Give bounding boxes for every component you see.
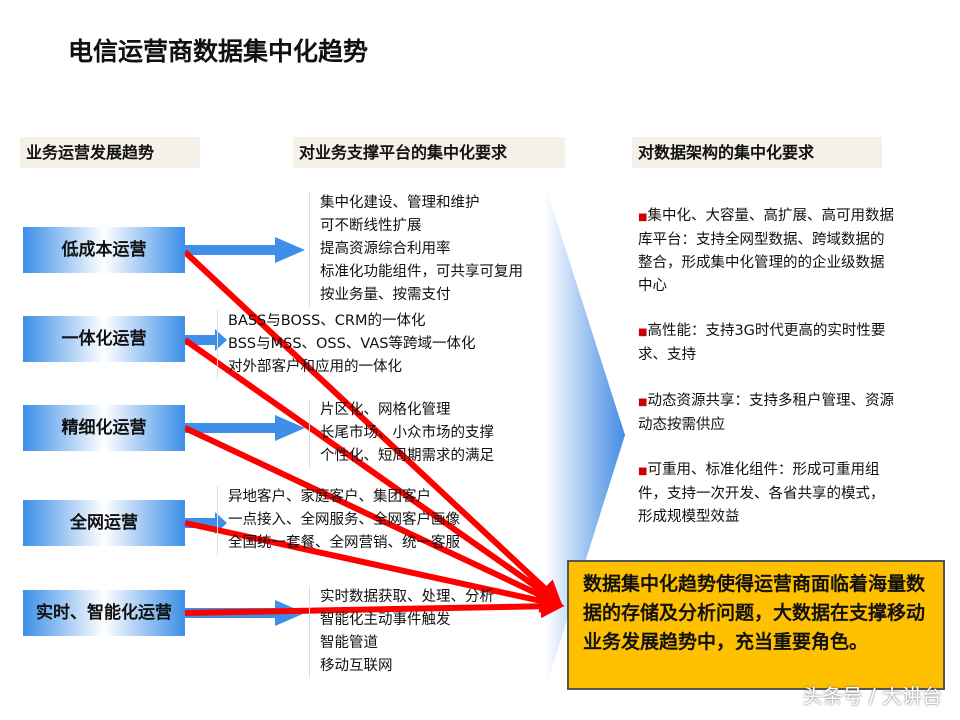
blue-wedge bbox=[545, 185, 625, 690]
req-item: 一点接入、全网服务、全网客户画像 bbox=[228, 512, 460, 528]
req-item: 智能化主动事件触发 bbox=[320, 612, 451, 628]
req-item: 可不断线性扩展 bbox=[320, 218, 422, 234]
req-item: 提高资源综合利用率 bbox=[320, 241, 451, 257]
red-arrow-5 bbox=[184, 594, 565, 619]
data-arch-text: 可重用、标准化组件：形成可重用组件，支持一次开发、各省共享的模式，形成规模型效益 bbox=[638, 462, 885, 525]
watermark: 头条号 / 大讲台 bbox=[802, 684, 942, 708]
red-arrow-3 bbox=[183, 425, 564, 607]
trend-refined: 精细化运营 bbox=[23, 405, 185, 451]
blue-arrow-1 bbox=[185, 237, 305, 263]
data-arch-item-2: ■高性能：支持3G时代更高的实时性要求、支持 bbox=[638, 320, 898, 367]
req-item: 对外部客户和应用的一体化 bbox=[228, 359, 402, 375]
req-item: 长尾市场、小众市场的支撑 bbox=[320, 425, 494, 441]
req-item: BSS与MSS、OSS、VAS等跨域一体化 bbox=[228, 336, 476, 352]
red-arrow-1 bbox=[182, 249, 563, 605]
conclusion-box: 数据集中化趋势使得运营商面临着海量数据的存储及分析问题，大数据在支撑移动业务发展… bbox=[567, 560, 945, 690]
header-trends: 业务运营发展趋势 bbox=[20, 137, 200, 168]
req-item: 个性化、短周期需求的满足 bbox=[320, 448, 494, 464]
req-item: 片区化、网格化管理 bbox=[320, 402, 451, 418]
red-arrow-2 bbox=[183, 337, 563, 606]
bullet-icon: ■ bbox=[638, 327, 648, 338]
trend-integrated: 一体化运营 bbox=[23, 316, 185, 362]
req-item: 按业务量、按需支付 bbox=[320, 287, 451, 303]
req-list-3: 片区化、网格化管理 长尾市场、小众市场的支撑 个性化、短周期需求的满足 bbox=[309, 399, 494, 468]
trend-realtime-smart: 实时、智能化运营 bbox=[23, 590, 185, 636]
bullet-icon: ■ bbox=[638, 466, 648, 477]
req-item: 全国统一套餐、全网营销、统一客服 bbox=[228, 535, 460, 551]
blue-arrows bbox=[185, 237, 305, 626]
bullet-icon: ■ bbox=[638, 397, 648, 408]
red-arrow-4 bbox=[184, 520, 565, 613]
header-data-arch: 对数据架构的集中化要求 bbox=[632, 137, 882, 168]
blue-arrow-3 bbox=[185, 415, 305, 441]
req-item: 集中化建设、管理和维护 bbox=[320, 195, 480, 211]
header-platform: 对业务支撑平台的集中化要求 bbox=[293, 137, 565, 168]
req-item: BASS与BOSS、CRM的一体化 bbox=[228, 313, 426, 329]
req-item: 标准化功能组件，可共享可复用 bbox=[320, 264, 523, 280]
bullet-icon: ■ bbox=[638, 212, 648, 223]
trend-low-cost: 低成本运营 bbox=[23, 227, 185, 273]
req-list-2: BASS与BOSS、CRM的一体化 BSS与MSS、OSS、VAS等跨域一体化 … bbox=[217, 310, 498, 379]
req-list-5: 实时数据获取、处理、分析 智能化主动事件触发 智能管道 移动互联网 bbox=[309, 586, 494, 678]
req-item: 实时数据获取、处理、分析 bbox=[320, 589, 494, 605]
blue-arrow-2 bbox=[185, 329, 227, 351]
data-arch-text: 动态资源共享：支持多租户管理、资源动态按需供应 bbox=[638, 393, 894, 433]
req-list-1: 集中化建设、管理和维护 可不断线性扩展 提高资源综合利用率 标准化功能组件，可共… bbox=[309, 192, 523, 307]
trend-full-network: 全网运营 bbox=[23, 500, 185, 546]
data-arch-item-4: ■可重用、标准化组件：形成可重用组件，支持一次开发、各省共享的模式，形成规模型效… bbox=[638, 459, 898, 529]
data-arch-item-1: ■集中化、大容量、高扩展、高可用数据库平台：支持全网型数据、跨域数据的整合，形成… bbox=[638, 205, 898, 298]
data-arch-item-3: ■动态资源共享：支持多租户管理、资源动态按需供应 bbox=[638, 390, 898, 437]
page-title: 电信运营商数据集中化趋势 bbox=[68, 37, 369, 66]
req-item: 移动互联网 bbox=[320, 658, 393, 674]
req-item: 异地客户、家庭客户、集团客户 bbox=[228, 489, 431, 505]
data-arch-text: 集中化、大容量、高扩展、高可用数据库平台：支持全网型数据、跨域数据的整合，形成集… bbox=[638, 208, 894, 294]
req-item: 智能管道 bbox=[320, 635, 378, 651]
req-list-4: 异地客户、家庭客户、集团客户 一点接入、全网服务、全网客户画像 全国统一套餐、全… bbox=[217, 486, 460, 555]
data-arch-text: 高性能：支持3G时代更高的实时性要求、支持 bbox=[638, 323, 886, 363]
